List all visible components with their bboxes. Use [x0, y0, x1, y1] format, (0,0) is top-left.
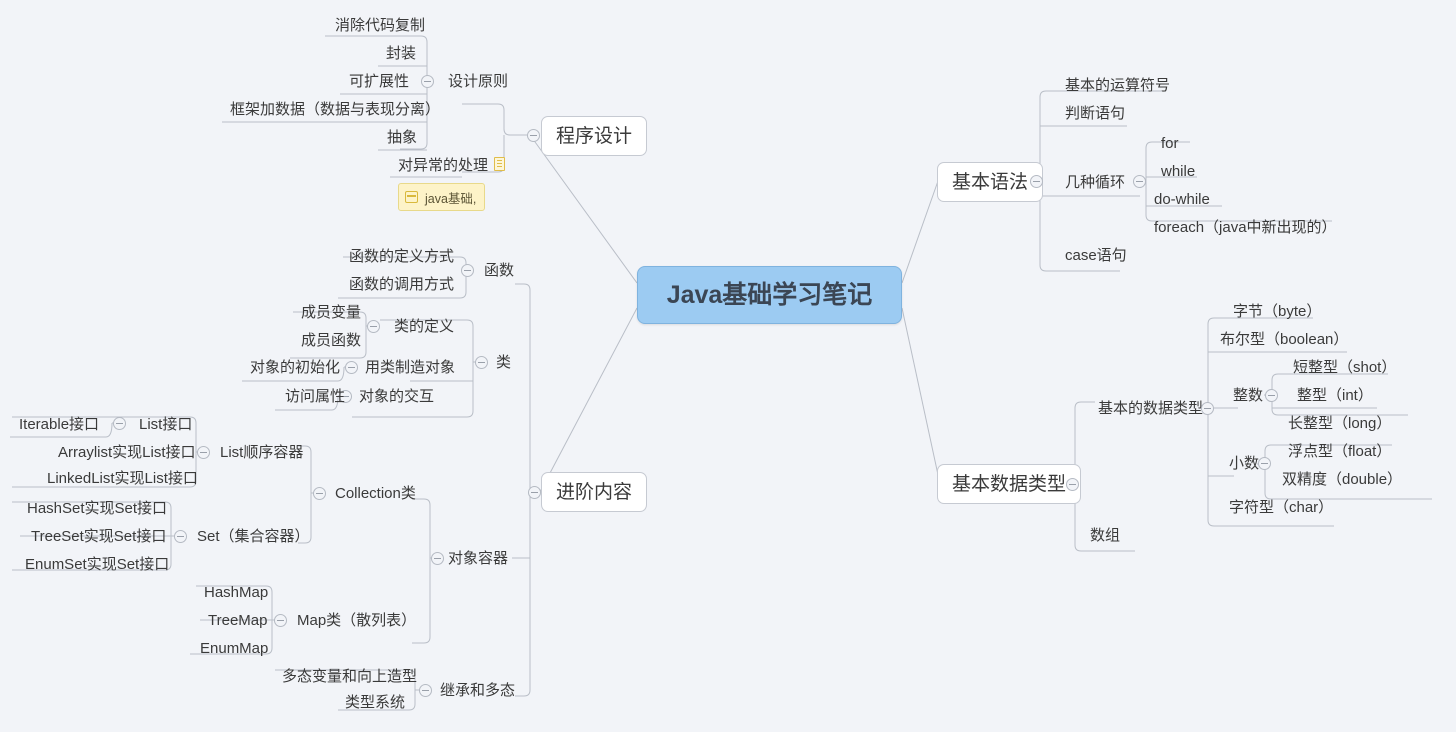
leaf-framework-data[interactable]: 框架加数据（数据与表现分离） [230, 100, 441, 118]
branch-map-container[interactable]: Map类（散列表） [297, 611, 417, 629]
branch-class[interactable]: 类 [496, 353, 512, 371]
leaf-conditional[interactable]: 判断语句 [1065, 104, 1126, 122]
toggle-function[interactable] [461, 264, 474, 277]
branch-list-container[interactable]: List顺序容器 [220, 443, 304, 461]
toggle-basic-data-types[interactable] [1201, 402, 1214, 415]
branch-design-principle[interactable]: 设计原则 [448, 72, 509, 90]
branch-basic-data-types[interactable]: 基本的数据类型 [1098, 399, 1204, 417]
toggle-object-interaction[interactable] [339, 390, 352, 403]
leaf-treeset[interactable]: TreeSet实现Set接口 [31, 527, 167, 545]
leaf-exception-handling[interactable]: 对异常的处理 [398, 156, 489, 174]
note-text: java基础, [425, 191, 477, 206]
attachment-icon[interactable] [494, 157, 505, 171]
branch-set-container[interactable]: Set（集合容器） [197, 527, 310, 545]
leaf-remove-code-dup[interactable]: 消除代码复制 [335, 16, 426, 34]
leaf-int[interactable]: 整型（int） [1297, 386, 1373, 404]
leaf-double[interactable]: 双精度（double） [1282, 470, 1403, 488]
toggle-set-container[interactable] [174, 530, 187, 543]
toggle-decimals[interactable] [1258, 457, 1271, 470]
leaf-short[interactable]: 短整型（shot） [1293, 358, 1397, 376]
toggle-integers[interactable] [1265, 389, 1278, 402]
branch-object-container[interactable]: 对象容器 [448, 549, 509, 567]
toggle-inheritance[interactable] [419, 684, 432, 697]
branch-loops[interactable]: 几种循环 [1065, 173, 1126, 191]
toggle-list-interface[interactable] [113, 417, 126, 430]
branch-inheritance[interactable]: 继承和多态 [440, 681, 516, 699]
branch-class-definition[interactable]: 类的定义 [394, 317, 455, 335]
leaf-polymorphic-var[interactable]: 多态变量和向上造型 [282, 667, 418, 685]
toggle-loops[interactable] [1133, 175, 1146, 188]
leaf-char[interactable]: 字符型（char） [1229, 498, 1334, 516]
toggle-map-container[interactable] [274, 614, 287, 627]
leaf-member-function[interactable]: 成员函数 [301, 331, 362, 349]
leaf-hashmap[interactable]: HashMap [204, 583, 269, 601]
leaf-case-statement[interactable]: case语句 [1065, 246, 1127, 264]
leaf-for[interactable]: for [1161, 134, 1179, 152]
leaf-treemap[interactable]: TreeMap [208, 611, 268, 629]
branch-object-interaction[interactable]: 对象的交互 [359, 387, 435, 405]
topic-basic-types[interactable]: 基本数据类型 [937, 464, 1082, 504]
branch-function[interactable]: 函数 [484, 261, 515, 279]
leaf-member-variable[interactable]: 成员变量 [301, 303, 362, 321]
toggle-collection[interactable] [313, 487, 326, 500]
leaf-float[interactable]: 浮点型（float） [1288, 442, 1392, 460]
leaf-type-system[interactable]: 类型系统 [345, 693, 406, 711]
leaf-iterable-interface[interactable]: Iterable接口 [19, 415, 100, 433]
toggle-class[interactable] [475, 356, 488, 369]
toggle-advanced[interactable] [528, 486, 541, 499]
toggle-basic-syntax[interactable] [1030, 175, 1043, 188]
leaf-object-init[interactable]: 对象的初始化 [250, 358, 341, 376]
toggle-list-container[interactable] [197, 446, 210, 459]
leaf-long[interactable]: 长整型（long） [1288, 414, 1392, 432]
toggle-program-design[interactable] [527, 129, 540, 142]
topic-program-design[interactable]: 程序设计 [541, 116, 648, 156]
leaf-function-call[interactable]: 函数的调用方式 [349, 275, 455, 293]
branch-list-interface[interactable]: List接口 [139, 415, 193, 433]
leaf-encapsulation[interactable]: 封装 [386, 44, 417, 62]
branch-make-object[interactable]: 用类制造对象 [365, 358, 456, 376]
branch-decimals[interactable]: 小数 [1229, 454, 1260, 472]
leaf-access-property[interactable]: 访问属性 [285, 387, 346, 405]
topic-basic-syntax[interactable]: 基本语法 [937, 162, 1044, 202]
topic-advanced[interactable]: 进阶内容 [541, 472, 648, 512]
leaf-while[interactable]: while [1161, 162, 1196, 180]
leaf-hashset[interactable]: HashSet实现Set接口 [27, 499, 168, 517]
leaf-abstraction[interactable]: 抽象 [387, 128, 418, 146]
leaf-operators[interactable]: 基本的运算符号 [1065, 76, 1171, 94]
leaf-foreach[interactable]: foreach（java中新出现的） [1154, 218, 1337, 236]
leaf-arraylist[interactable]: Arraylist实现List接口 [58, 443, 196, 461]
leaf-function-definition[interactable]: 函数的定义方式 [349, 247, 455, 265]
leaf-extensibility[interactable]: 可扩展性 [349, 72, 410, 90]
leaf-byte[interactable]: 字节（byte） [1233, 302, 1322, 320]
leaf-boolean[interactable]: 布尔型（boolean） [1220, 330, 1349, 348]
leaf-do-while[interactable]: do-while [1154, 190, 1210, 208]
note-icon [405, 191, 418, 203]
leaf-array[interactable]: 数组 [1090, 526, 1121, 544]
note-popup[interactable]: java基础, [398, 183, 486, 211]
toggle-basic-types[interactable] [1066, 478, 1079, 491]
toggle-design-principle[interactable] [421, 75, 434, 88]
branch-collection[interactable]: Collection类 [335, 484, 416, 502]
leaf-linkedlist[interactable]: LinkedList实现List接口 [47, 469, 198, 487]
toggle-class-definition[interactable] [367, 320, 380, 333]
toggle-object-container[interactable] [431, 552, 444, 565]
toggle-make-object[interactable] [345, 361, 358, 374]
leaf-enummap[interactable]: EnumMap [200, 639, 269, 657]
branch-integers[interactable]: 整数 [1233, 386, 1264, 404]
leaf-enumset[interactable]: EnumSet实现Set接口 [25, 555, 170, 573]
root-node[interactable]: Java基础学习笔记 [637, 266, 902, 324]
